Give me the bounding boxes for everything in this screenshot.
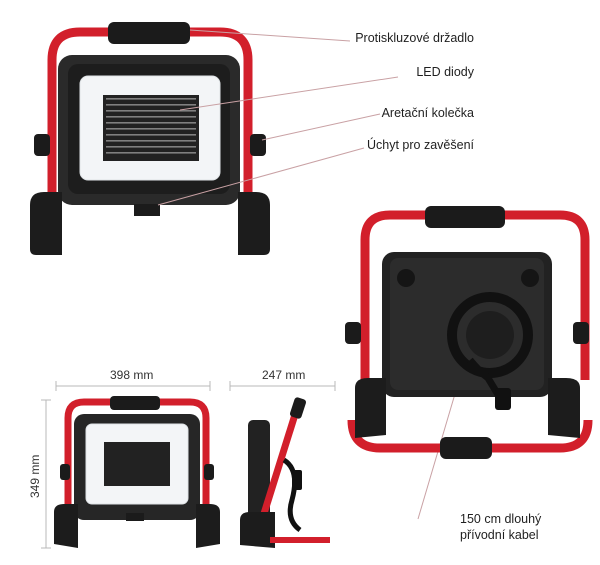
back-view (345, 206, 593, 459)
label-cable-line1: 150 cm dlouhý (460, 512, 542, 526)
label-cable-line2: přívodní kabel (460, 528, 539, 542)
label-led: LED diody (416, 65, 474, 79)
side-view (240, 397, 330, 548)
dimension-width: 398 mm (110, 368, 154, 382)
front-view-small (54, 396, 220, 548)
dimension-height: 349 mm (28, 454, 42, 498)
label-hook: Úchyt pro zavěšení (367, 138, 474, 152)
knob-left (34, 134, 50, 156)
dimension-depth: 247 mm (262, 368, 306, 382)
handle-grip (108, 22, 190, 44)
hanging-hook (134, 204, 160, 216)
label-handle: Protiskluzové držadlo (355, 31, 474, 45)
dimension-lines (41, 381, 336, 549)
label-knob: Aretační kolečka (381, 106, 474, 120)
front-view-large (30, 22, 270, 255)
knob-right (250, 134, 266, 156)
